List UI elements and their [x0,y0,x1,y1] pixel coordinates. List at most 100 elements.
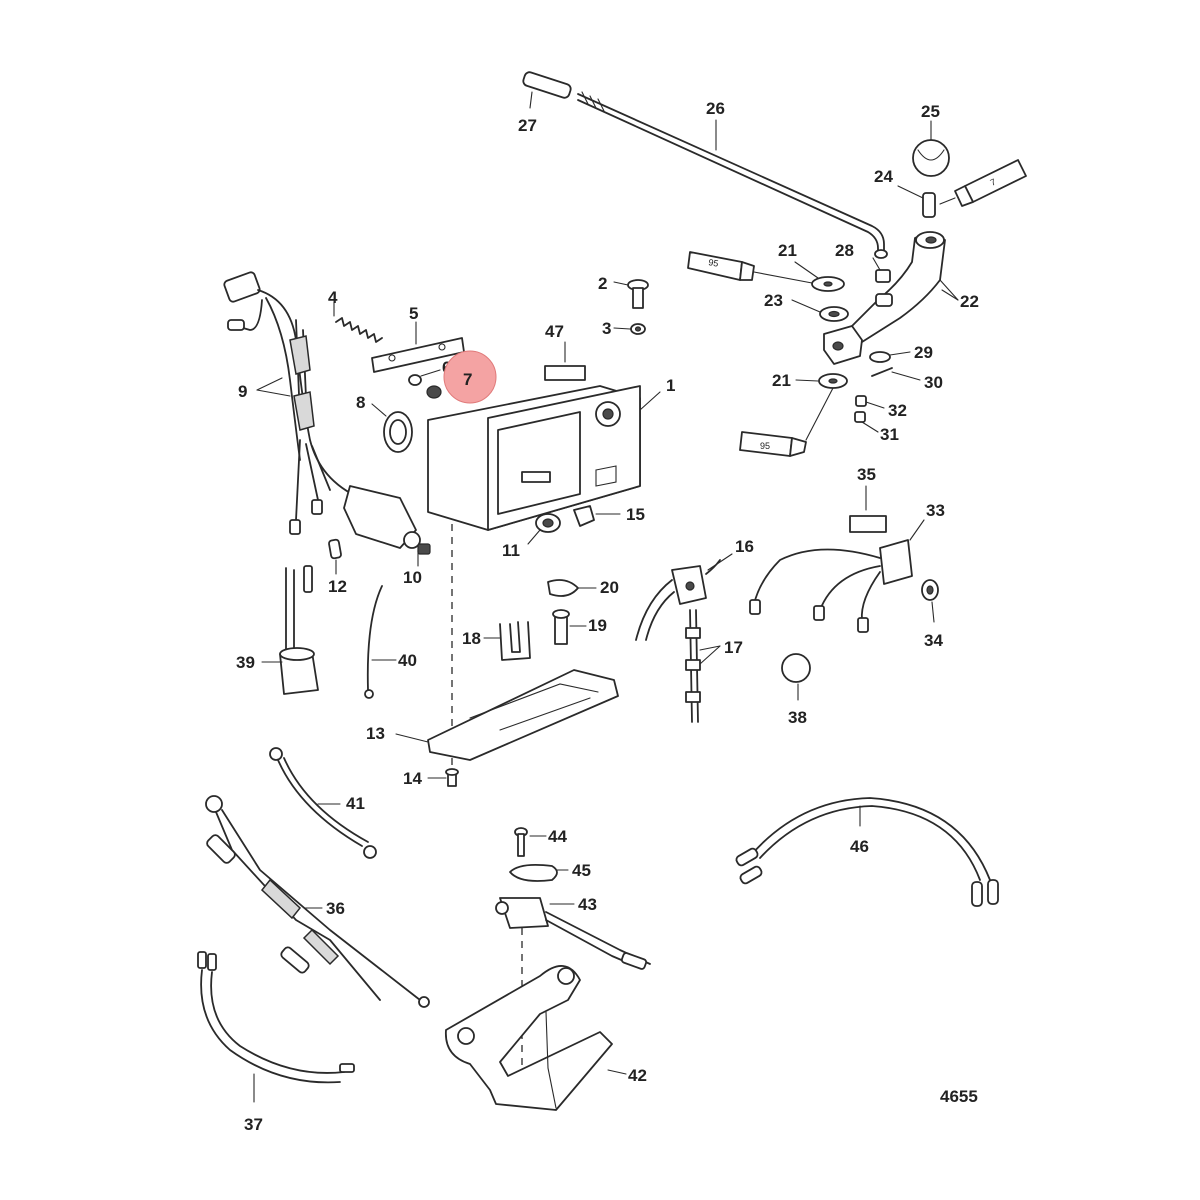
callout-14: 14 [403,769,422,788]
part-2-bolt [613,279,649,309]
part-28-nut [872,257,891,283]
callout-43: 43 [578,895,597,914]
part-41-strap [269,747,377,859]
part-38-cap [781,653,811,701]
callout-2: 2 [598,274,607,293]
callout-45: 45 [572,861,591,880]
callout-33: 33 [926,501,945,520]
part-18-bracket [483,621,531,661]
part-43-switch [495,897,651,970]
highlight-marker-7[interactable]: 7 [443,350,497,404]
part-10-switch [343,485,431,567]
part-21-washer-lower [795,373,848,441]
part-30-pin [871,367,921,381]
callout-37: 37 [244,1115,263,1134]
callout-23: 23 [764,291,783,310]
callout-42: 42 [628,1066,647,1085]
part-31-screw [854,411,879,433]
callout-7: 7 [463,370,472,389]
callout-1: 1 [666,376,675,395]
pivot-block [823,293,893,365]
part-9-harness [223,271,361,535]
part-34-nut [921,579,939,623]
part-20-clip [547,579,597,597]
callout-16: 16 [735,537,754,556]
grease-tube-right-icon: 7 [939,159,1027,207]
callout-38: 38 [788,708,807,727]
callout-17: 17 [724,638,743,657]
part-6-washer [408,369,441,386]
svg-text:95: 95 [708,257,720,269]
callout-47: 47 [545,322,564,341]
callout-39: 39 [236,653,255,672]
part-11-clip [527,513,561,545]
callout-12: 12 [328,577,347,596]
part-12-terminal [328,538,342,575]
part-19-screw [552,609,587,645]
callout-4: 4 [328,288,338,307]
callout-3: 3 [602,319,611,338]
callout-34: 34 [924,631,943,650]
part-21-washer-upper [794,261,845,292]
part-15-cap [573,505,621,527]
callout-36: 36 [326,899,345,918]
part-36-lead [205,795,430,1008]
part-45-plate [509,863,569,882]
part-40-lead [364,585,397,699]
callout-30: 30 [924,373,943,392]
part-22-arm [847,231,959,343]
callout-13: 13 [366,724,385,743]
drawing-number: 4655 [940,1087,978,1106]
callout-31: 31 [880,425,899,444]
part-47-label [544,341,586,381]
part-29-washer [869,351,911,363]
callout-9: 9 [238,382,247,401]
callout-15: 15 [626,505,645,524]
callout-19: 19 [588,616,607,635]
part-13-plate [395,669,619,761]
part-3-nut [613,323,646,335]
callout-29: 29 [914,343,933,362]
callout-21-lower: 21 [772,371,791,390]
callout-10: 10 [403,568,422,587]
part-37-wire [197,951,355,1103]
callout-5: 5 [409,304,418,323]
callout-22: 22 [960,292,979,311]
callout-20: 20 [600,578,619,597]
part-23-bushing [791,299,849,322]
part-39-solenoid [261,565,319,695]
callout-21-upper: 21 [778,241,797,260]
callout-26: 26 [706,99,725,118]
callout-32: 32 [888,401,907,420]
part-4-spring [333,301,383,343]
callout-27: 27 [518,116,537,135]
part-7-nut [426,385,442,399]
part-24-sleeve [897,185,936,218]
callout-46: 46 [850,837,869,856]
callout-11: 11 [502,541,520,560]
callout-25: 25 [921,102,940,121]
grease-tube-lower-icon: 95 [739,431,807,457]
grease-tube-upper-icon: 95 [687,251,813,284]
callout-35: 35 [857,465,876,484]
part-14-screw [427,768,459,787]
part-16-connector [635,553,733,641]
callout-40: 40 [398,651,417,670]
callout-24: 24 [874,167,893,186]
svg-text:7: 7 [989,177,998,188]
callout-18: 18 [462,629,481,648]
part-26-rod [577,91,888,259]
part-1-housing [427,385,661,531]
svg-text:95: 95 [760,441,770,451]
part-44-screw [514,827,547,857]
part-42-bracket [445,965,627,1111]
part-33-harness [749,519,925,633]
part-46-lead [735,797,999,907]
callout-8: 8 [356,393,365,412]
part-17-fuse [685,609,721,723]
part-32-screw [855,395,885,409]
part-27-pin [522,71,572,109]
part-25-knob [912,120,950,177]
